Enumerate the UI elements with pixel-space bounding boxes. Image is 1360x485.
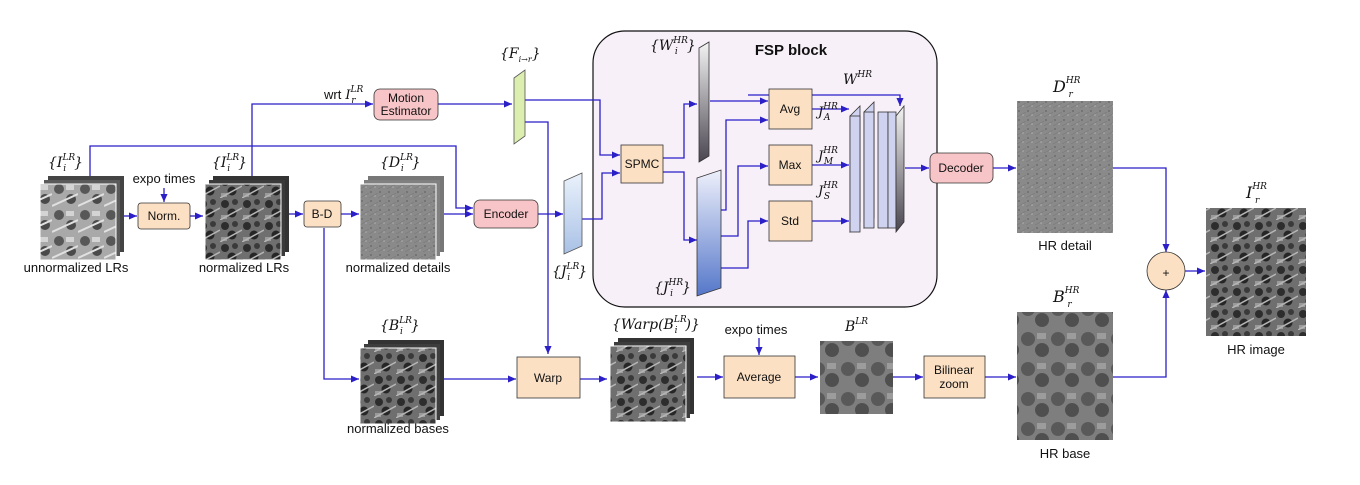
norm-box-label: Norm. (148, 209, 181, 223)
normalized-details-label: normalized details (346, 260, 451, 275)
unnormalized-lrs-label: unnormalized LRs (24, 260, 129, 275)
wire-jhr-to-std (721, 217, 768, 269)
plus-node: + (1146, 251, 1186, 291)
wire-flow-to-spmc (525, 99, 620, 159)
motion-estimator-box: Motion Estimator (373, 88, 439, 121)
b-lr-image (820, 341, 893, 414)
max-box: Max (768, 144, 813, 186)
normalized-lrs-label: normalized LRs (199, 260, 290, 275)
math-w-hr-agg: WHR (843, 70, 872, 88)
fsp-block-title: FSP block (755, 42, 828, 59)
motion-estimator-label-2: Estimator (381, 104, 432, 118)
hr-image (1206, 208, 1306, 336)
average-box-label: Average (737, 370, 782, 384)
warp-box-label: Warp (534, 371, 563, 385)
flow-feature-bar (513, 69, 526, 145)
spmc-box: SPMC (620, 144, 664, 184)
wire-bd-to-bases (323, 228, 359, 383)
norm-box: Norm. (137, 202, 191, 230)
wire-detail-to-plus (1113, 167, 1170, 252)
wire-jhr-to-max (721, 162, 768, 237)
std-box-label: Std (781, 214, 799, 228)
hr-image-label: HR image (1227, 342, 1285, 357)
max-box-label: Max (779, 158, 802, 172)
math-b-lr-avg: BLR (844, 317, 868, 335)
hr-detail-label: HR detail (1038, 238, 1092, 253)
unnormalized-lrs-stack (39, 176, 124, 261)
warped-bases-stack (609, 338, 694, 423)
bilinear-label-2: zoom (939, 377, 968, 391)
wire-flow-to-warp (525, 121, 552, 354)
wire-input-to-encoder (89, 145, 473, 212)
normalized-details-stack (359, 176, 444, 261)
std-box: Std (768, 200, 813, 242)
bd-box-label: B-D (312, 207, 333, 221)
jhr-feature-bar (696, 169, 722, 297)
spmc-box-label: SPMC (625, 157, 660, 171)
motion-estimator-label-1: Motion (388, 91, 424, 105)
hr-base-image (1017, 312, 1113, 440)
concat-feature-stack (849, 101, 905, 234)
encoder-box-label: Encoder (484, 207, 529, 221)
wire-spmc-to-jhr (662, 171, 697, 244)
bd-box: B-D (303, 200, 342, 228)
warp-box: Warp (516, 356, 581, 399)
wire-normlrs-to-motion (251, 100, 373, 176)
normalized-lrs-stack (204, 176, 289, 261)
wires (89, 94, 1205, 383)
average-box: Average (723, 355, 796, 399)
math-flow-f: {Fi→r} (500, 46, 541, 64)
decoder-box: Decoder (929, 152, 994, 184)
whr-feature-bar (698, 41, 710, 163)
bilinear-zoom-box: Bilinear zoom (923, 355, 986, 399)
bilinear-label-1: Bilinear (934, 363, 974, 377)
wire-jlr-to-spmc (582, 169, 620, 220)
avg-box-label: Avg (780, 102, 800, 116)
hr-base-label: HR base (1040, 446, 1091, 461)
expo-times-label-2: expo times (725, 322, 788, 337)
decoder-box-label: Decoder (938, 161, 983, 175)
normalized-bases-label: normalized bases (347, 421, 449, 436)
jlr-feature-bar (563, 172, 583, 255)
wire-jhr-to-avg (721, 116, 768, 211)
avg-box: Avg (768, 88, 813, 130)
wire-base-to-plus (1113, 290, 1170, 378)
plus-symbol: + (1162, 266, 1169, 280)
normalized-bases-stack (359, 340, 444, 425)
expo-times-label-1: expo times (133, 171, 196, 186)
wire-spmc-to-whr (662, 100, 697, 159)
encoder-box: Encoder (473, 199, 539, 229)
hr-detail-image (1017, 101, 1113, 233)
